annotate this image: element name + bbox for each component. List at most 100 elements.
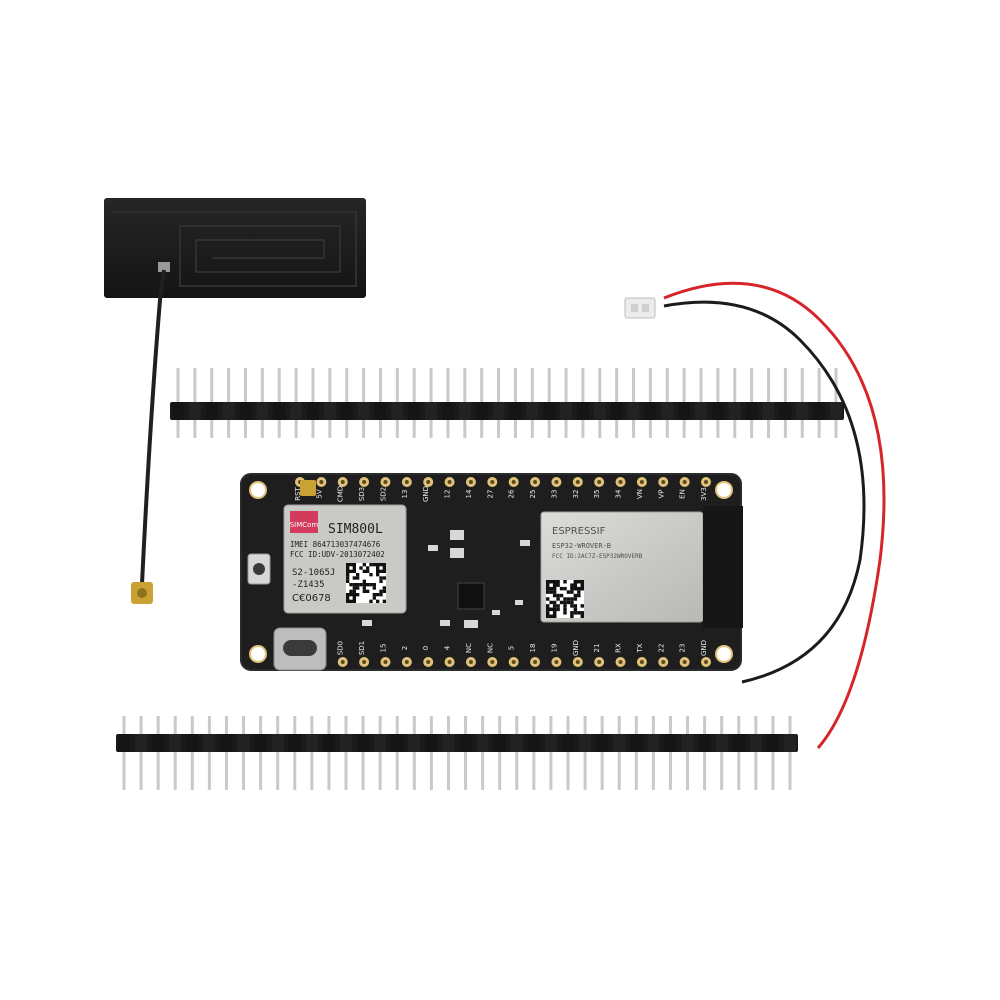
header-pin bbox=[327, 716, 331, 790]
header-pin bbox=[259, 716, 263, 790]
header-pin bbox=[532, 716, 536, 790]
pin-label: GND bbox=[700, 640, 708, 656]
header-pin bbox=[446, 716, 450, 790]
black-wire bbox=[663, 300, 866, 684]
header-pin bbox=[293, 716, 297, 790]
header-pin bbox=[464, 716, 468, 790]
pin-label: RST bbox=[294, 486, 302, 500]
pin-label: NC bbox=[486, 643, 494, 653]
pin-label: NC bbox=[465, 643, 473, 653]
pin-label: SD2 bbox=[379, 487, 387, 501]
pin-label: 26 bbox=[508, 489, 516, 498]
pin-label: EN bbox=[679, 489, 687, 499]
sim800l-qr-code bbox=[346, 563, 386, 603]
pin-label: 27 bbox=[486, 490, 494, 499]
flexible-antenna bbox=[104, 198, 366, 604]
header-pin bbox=[754, 716, 758, 790]
pin-label: 32 bbox=[572, 490, 580, 499]
header-pin bbox=[156, 716, 160, 790]
header-pin bbox=[242, 716, 246, 790]
pin-label: 25 bbox=[529, 490, 537, 499]
header-pin bbox=[771, 716, 775, 790]
header-pin bbox=[361, 716, 365, 790]
pin-label: CMD bbox=[337, 486, 345, 502]
header-pin bbox=[668, 716, 672, 790]
header-pin bbox=[481, 716, 485, 790]
pin-label: 12 bbox=[444, 490, 452, 499]
pin-label: SD0 bbox=[337, 641, 345, 655]
header-pin bbox=[651, 716, 655, 790]
esp32-antenna-area bbox=[703, 506, 743, 628]
pin-label: 21 bbox=[593, 644, 601, 653]
header-pin bbox=[617, 716, 621, 790]
sim800l-imei: IMEI 864713037474676 bbox=[290, 540, 381, 549]
pin-label: VP bbox=[657, 489, 665, 498]
pin-label: 19 bbox=[550, 644, 558, 653]
header-pin bbox=[429, 716, 433, 790]
mounting-holes bbox=[249, 481, 733, 663]
header-pin bbox=[600, 716, 604, 790]
pin-label: 33 bbox=[550, 490, 558, 499]
header-pin bbox=[686, 716, 690, 790]
header-pin bbox=[412, 716, 416, 790]
pin-label: SD1 bbox=[358, 641, 366, 655]
sim800l-ce-mark: C€0678 bbox=[292, 593, 331, 604]
pin-label: SD3 bbox=[358, 487, 366, 501]
reset-button[interactable] bbox=[247, 553, 271, 585]
header-pin bbox=[498, 716, 502, 790]
usb-c-connector[interactable] bbox=[273, 627, 327, 671]
header-pin bbox=[703, 716, 707, 790]
header-pin bbox=[207, 716, 211, 790]
sim800l-fcc: FCC ID:UDV-2013072402 bbox=[290, 550, 385, 559]
header-pin bbox=[566, 716, 570, 790]
header-pin bbox=[515, 716, 519, 790]
pin-label: 2 bbox=[401, 646, 409, 650]
esp32-model: ESP32-WROVER-B bbox=[552, 542, 611, 550]
pin-label: 34 bbox=[615, 489, 623, 498]
esp32-brand: ESPRESSIF bbox=[552, 526, 606, 537]
esp32-module: ESPRESSIF ESP32-WROVER-B FCC ID:2AC7Z-ES… bbox=[540, 506, 743, 628]
pin-label: 4 bbox=[444, 645, 452, 650]
pin-label: 23 bbox=[679, 644, 687, 653]
pin-label: 14 bbox=[465, 489, 473, 498]
smd-components bbox=[362, 530, 530, 628]
header-pin bbox=[224, 716, 228, 790]
antenna-feed-point bbox=[158, 262, 170, 272]
red-wire bbox=[663, 281, 886, 749]
header-pin bbox=[634, 716, 638, 790]
header-pin bbox=[737, 716, 741, 790]
header-pin bbox=[310, 716, 314, 790]
pin-label: 13 bbox=[401, 490, 409, 499]
pin-label: GND bbox=[572, 640, 580, 656]
pin-label: 0 bbox=[422, 646, 430, 650]
sim800l-lot1: S2-1065J bbox=[292, 568, 335, 578]
header-pin bbox=[549, 716, 553, 790]
header-pin bbox=[378, 716, 382, 790]
pin-pads-top bbox=[295, 477, 711, 487]
simcom-logo bbox=[290, 511, 318, 533]
simcom-logo-text: SIMCom bbox=[290, 521, 319, 529]
ic-chip bbox=[457, 582, 485, 610]
pin-header-bottom bbox=[116, 716, 798, 790]
sim800l-lot2: -Z1435 bbox=[292, 580, 325, 590]
pin-label: GND bbox=[422, 486, 430, 502]
pin-label: 22 bbox=[657, 644, 665, 653]
pin-label: 18 bbox=[529, 644, 537, 653]
pin-label: 35 bbox=[593, 490, 601, 499]
header-pin bbox=[583, 716, 587, 790]
sim800l-model: SIM800L bbox=[328, 522, 383, 537]
pin-label: 3V3 bbox=[700, 487, 708, 501]
header-pin bbox=[788, 716, 792, 790]
header-pin bbox=[122, 716, 126, 790]
pin-label: TX bbox=[636, 643, 644, 653]
esp32-qr-code bbox=[546, 580, 584, 618]
esp32-fcc: FCC ID:2AC7Z-ESP32WROVERB bbox=[552, 553, 643, 560]
pin-label: RX bbox=[615, 643, 623, 653]
header-pin bbox=[190, 716, 194, 790]
pin-pads-bottom bbox=[295, 657, 711, 667]
pin-label: 5 bbox=[508, 646, 516, 650]
battery-cable bbox=[624, 281, 886, 749]
